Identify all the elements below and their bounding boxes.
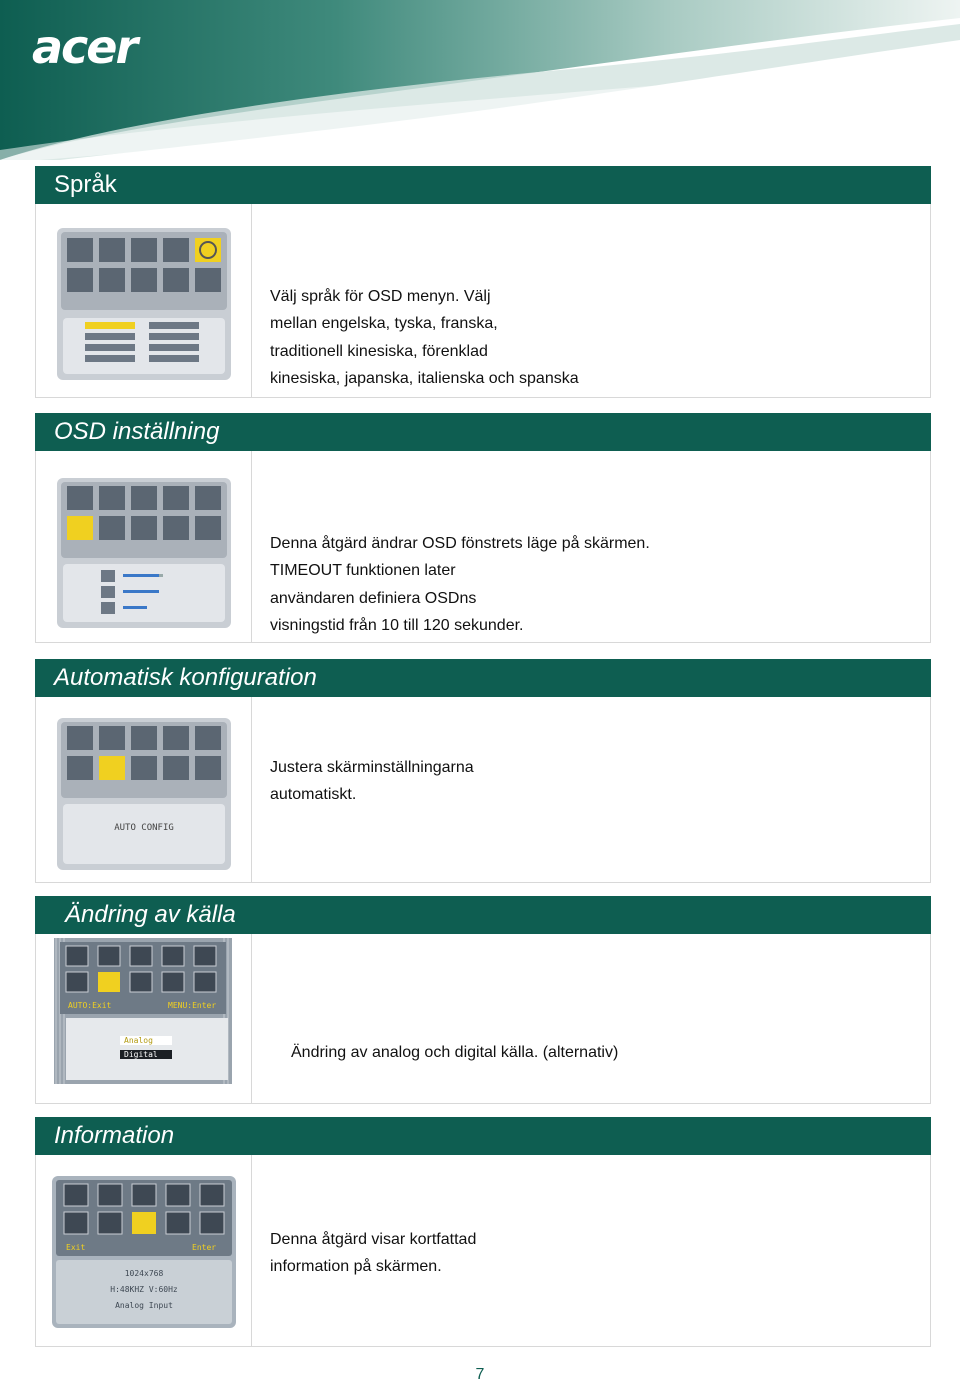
page-number: 7 <box>475 1366 485 1383</box>
image-cell: AUTO CONFIG <box>36 697 252 882</box>
acer-logo: acer <box>32 20 138 74</box>
section-language: Språk <box>35 166 931 398</box>
enter-hint: Enter <box>192 1243 216 1252</box>
source-option-analog: Analog <box>124 1036 153 1045</box>
image-cell: Exit Enter 1024x768 H:48KHZ V:60Hz Analo… <box>36 1155 252 1346</box>
description-line: automatiskt. <box>270 786 357 804</box>
exit-hint: Exit <box>66 1243 85 1252</box>
section-source-change: Ändring av källa <box>35 896 931 1104</box>
section-title: Information <box>35 1117 931 1155</box>
menu-enter-hint: MENU:Enter <box>168 1001 216 1010</box>
section-description: Denna åtgärd ändrar OSD fönstrets läge p… <box>270 530 650 640</box>
section-information: Information Exit Enter <box>35 1117 931 1347</box>
description-line: Denna åtgärd visar kortfattad <box>270 1231 477 1248</box>
info-input: Analog Input <box>115 1301 173 1310</box>
description-line: TIMEOUT funktionen later <box>270 562 456 580</box>
description-line: mellan engelska, tyska, franska, <box>270 315 498 333</box>
section-title: Automatisk konfiguration <box>35 659 931 697</box>
section-osd-settings: OSD inställning <box>35 413 931 643</box>
section-body: AUTO:Exit MENU:Enter Analog Digital Ändr… <box>35 934 931 1104</box>
section-body: Exit Enter 1024x768 H:48KHZ V:60Hz Analo… <box>35 1155 931 1347</box>
section-title: Språk <box>35 166 931 204</box>
osd-language-screenshot <box>57 228 231 380</box>
image-cell <box>36 204 252 397</box>
description-line: visningstid från 10 till 120 sekunder. <box>270 617 524 635</box>
description-line: användaren definiera OSDns <box>270 589 477 607</box>
section-title: Ändring av källa <box>35 896 931 934</box>
osd-source-screenshot: AUTO:Exit MENU:Enter Analog Digital <box>54 938 232 1084</box>
description-line: Denna åtgärd ändrar OSD fönstrets läge p… <box>270 535 650 552</box>
description-line: Välj språk för OSD menyn. Välj <box>270 288 491 305</box>
osd-auto-config-screenshot: AUTO CONFIG <box>57 718 231 870</box>
auto-config-text: AUTO CONFIG <box>114 823 174 833</box>
section-auto-config: Automatisk konfiguration AUTO CONFI <box>35 659 931 883</box>
section-body: Denna åtgärd ändrar OSD fönstrets läge p… <box>35 451 931 643</box>
source-option-digital: Digital <box>124 1050 158 1059</box>
description-line: kinesiska, japanska, italienska och span… <box>270 370 579 388</box>
description-line: Ändring av analog och digital källa. (al… <box>291 1044 619 1061</box>
info-resolution: 1024x768 <box>125 1269 164 1278</box>
image-cell <box>36 451 252 642</box>
section-description: Ändring av analog och digital källa. (al… <box>291 1039 618 1066</box>
section-body: Välj språk för OSD menyn. Välj mellan en… <box>35 204 931 398</box>
section-description: Välj språk för OSD menyn. Välj mellan en… <box>270 283 579 393</box>
description-line: Justera skärminställningarna <box>270 759 474 776</box>
image-cell: AUTO:Exit MENU:Enter Analog Digital <box>36 934 252 1103</box>
section-body: AUTO CONFIG Justera skärminställningarna… <box>35 697 931 883</box>
osd-information-screenshot: Exit Enter 1024x768 H:48KHZ V:60Hz Analo… <box>52 1176 236 1328</box>
info-frequency: H:48KHZ V:60Hz <box>110 1285 178 1294</box>
description-line: information på skärmen. <box>270 1258 442 1276</box>
auto-exit-hint: AUTO:Exit <box>68 1001 112 1010</box>
section-description: Denna åtgärd visar kortfattad informatio… <box>270 1226 476 1281</box>
section-title: OSD inställning <box>35 413 931 451</box>
osd-settings-screenshot <box>57 478 231 628</box>
header-banner: acer <box>0 0 960 160</box>
section-description: Justera skärminställningarna automatiskt… <box>270 754 474 809</box>
banner-swoosh-graphic <box>0 0 960 160</box>
description-line: traditionell kinesiska, förenklad <box>270 342 488 360</box>
